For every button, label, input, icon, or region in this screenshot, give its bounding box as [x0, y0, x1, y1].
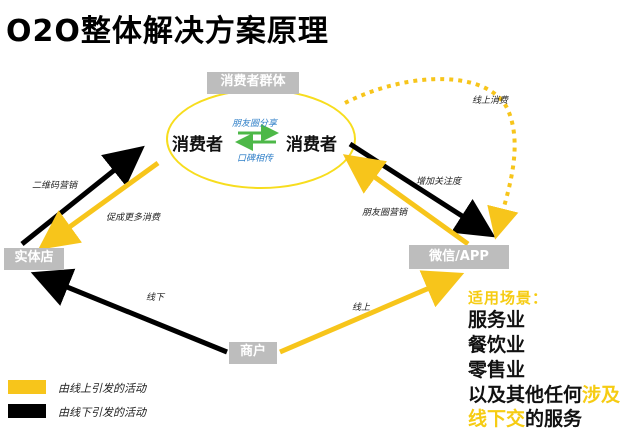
legend-offline-swatch: [8, 404, 46, 418]
online-label: 线上: [352, 303, 371, 313]
service-line-4: 以及其他任何涉及: [468, 380, 620, 407]
online-spending-label: 线上消费: [472, 96, 509, 106]
word-of-mouth-label: 口碑相传: [237, 154, 274, 164]
physical-store-box: 实体店: [4, 248, 64, 270]
store-to-consumer-arrow: [20, 145, 145, 246]
wechat-app-box: 微信/APP: [409, 245, 509, 269]
moments-share-label: 朋友圈分享: [232, 119, 278, 129]
legend-online-label: 由线上引发的活动: [58, 382, 146, 395]
promote-spending-label: 促成更多消费: [106, 213, 161, 223]
qr-marketing-label: 二维码营销: [32, 181, 78, 191]
service-item: 餐饮业: [468, 334, 526, 356]
consumer-group-box: 消费者群体: [207, 72, 299, 94]
merchant-box: 商户: [229, 342, 277, 364]
service-item: 零售业: [468, 359, 526, 381]
service-item: 服务业: [468, 309, 526, 331]
increase-attention-label: 增加关注度: [416, 177, 462, 187]
online-spending-dotted-arrow: [344, 77, 519, 240]
service-line-4-a: 以及其他任何: [468, 384, 583, 406]
service-line-5-b: 的服务: [525, 408, 583, 430]
legend-offline-label: 由线下引发的活动: [58, 406, 146, 419]
consumer-right-label: 消费者: [286, 135, 337, 155]
wechat-to-consumer-arrow: [342, 154, 470, 247]
moments-marketing-label: 朋友圈营销: [362, 208, 408, 218]
service-line-5-a: 线下交: [468, 408, 526, 430]
applies-heading: 适用场景：: [468, 289, 549, 307]
page-title: O2O整体解决方案原理: [6, 14, 329, 49]
offline-label: 线下: [146, 293, 165, 303]
consumer-left-label: 消费者: [172, 135, 223, 155]
consumer-to-store-arrow: [37, 160, 160, 250]
service-line-4-b: 涉及: [582, 384, 621, 406]
merchant-to-store-arrow: [30, 268, 228, 355]
consumer-to-wechat-arrow: [348, 141, 496, 238]
merchant-to-wechat-arrow: [279, 270, 465, 355]
legend-online-swatch: [8, 380, 46, 394]
service-line-5: 线下交的服务: [468, 404, 582, 431]
